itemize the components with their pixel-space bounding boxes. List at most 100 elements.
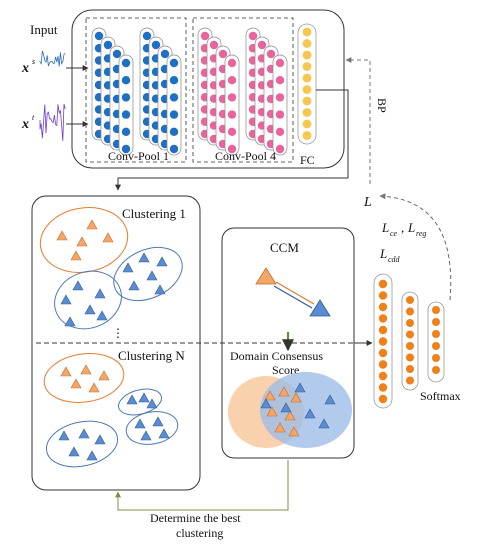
convpool1-b-neuron (169, 110, 179, 119)
target-sample (140, 430, 152, 441)
convpool4-a-neuron (227, 110, 237, 119)
convpool1-b-neuron (169, 76, 179, 85)
fc-neuron (302, 119, 312, 129)
bp-arrow (345, 57, 371, 184)
ccm-target-centroid (309, 299, 331, 317)
target-sample (60, 294, 72, 305)
source-sample (80, 364, 92, 375)
classifier-layer3-neuron (432, 354, 440, 362)
target-sample (138, 392, 150, 403)
venn-source-sample (290, 392, 302, 403)
convpool4-a-neuron (227, 93, 237, 102)
classifier-layer2-neuron (406, 307, 414, 316)
convpool1-a-neuron (121, 127, 131, 136)
loss-total-label: L (363, 195, 372, 210)
convpool4-a-feature-map-frame (224, 54, 240, 156)
convpool1-a-neuron (121, 144, 131, 154)
source-sample (88, 382, 100, 393)
classifier-layer3-neuron (432, 330, 440, 338)
venn-target-sample (324, 394, 336, 405)
venn-source-sample (274, 422, 286, 433)
target-sample (154, 284, 166, 295)
target-sample (146, 270, 158, 281)
venn-target-sample (304, 408, 316, 419)
fc-neuron (302, 131, 312, 140)
classifier-layer2-neuron (406, 353, 414, 362)
ccm-label: CCM (270, 240, 299, 255)
venn-source-sample (284, 410, 296, 421)
convpool1-b-neuron (142, 31, 152, 41)
convpool4-b-neuron (275, 110, 285, 119)
target-sample (84, 304, 96, 315)
fc-neuron (302, 85, 312, 94)
classifier-layer1-neuron (378, 348, 388, 358)
determine-line1: Determine the best (150, 511, 241, 525)
input-label: Input (30, 22, 58, 37)
classifier-layer1-neuron (378, 291, 388, 300)
fc-column (297, 23, 317, 145)
target-sample (138, 252, 150, 263)
target-sample (86, 450, 98, 461)
loss-backprop-arrow (379, 193, 452, 301)
fc-neuron (302, 39, 312, 48)
target-sample (128, 280, 140, 291)
classifier-column-2 (401, 291, 419, 391)
source-signal-waveform (39, 50, 66, 67)
source-sample (60, 366, 72, 377)
source-sample (70, 378, 82, 389)
fc-neuron (302, 73, 312, 83)
convpool1-a-neuron (103, 40, 113, 50)
convpool4-a-neuron (209, 40, 219, 50)
target-sample (72, 280, 84, 291)
fc-neuron (302, 108, 312, 117)
clusterN-target-ellipse-b (125, 411, 179, 445)
convpool1-b-neuron (169, 58, 179, 68)
target-sample (156, 256, 168, 267)
softmax-label: Softmax (420, 389, 461, 403)
loss-cdd-subscript: cdd (388, 255, 401, 264)
venn-source-sample (278, 386, 290, 397)
venn-source-sample (266, 406, 278, 417)
source-sample (86, 219, 98, 230)
classifier-layer3-neuron (432, 306, 440, 314)
fc-neuron (302, 62, 312, 71)
clusterN-target-ellipse-c (45, 420, 119, 468)
bp-label: BP (375, 98, 389, 113)
source-sample (56, 230, 68, 241)
convpool4-b-neuron (248, 31, 258, 41)
target-sample (158, 428, 170, 439)
convpool1-b-feature-map (166, 54, 182, 156)
target-sample (64, 316, 76, 327)
target-sample (94, 434, 106, 445)
convpool4-b-feature-map (272, 54, 288, 156)
convpool1-a-neuron (121, 58, 131, 68)
convpool1-a-neuron (94, 31, 104, 41)
loss-ce-label: L (381, 220, 389, 235)
convpool1-a-neuron (121, 76, 131, 85)
clustering1-label: Clustering 1 (122, 206, 186, 221)
source-sample (102, 232, 114, 243)
classifier-layer3-neuron (432, 342, 440, 350)
loss-reg-label: L (407, 220, 415, 235)
clustering-ellipsis: ⋮ (112, 326, 124, 340)
xs-label: x (21, 61, 29, 76)
clusteringN-label: Clustering N (118, 348, 185, 363)
convpool1-a-neuron (112, 49, 122, 59)
fc-neuron (302, 50, 312, 60)
convpool4-a-neuron (200, 31, 210, 41)
classifier-layer2-neuron (406, 319, 414, 327)
classifier-layer1-neuron (378, 314, 388, 323)
convpool4-b-neuron (275, 127, 285, 136)
classifier-layer2-neuron (406, 296, 414, 304)
target-sample (96, 310, 108, 321)
source-sample (70, 250, 82, 261)
classifier-layer1-neuron (378, 302, 388, 312)
convpool4-a-feature-map (224, 54, 240, 156)
ccm-source-centroid (255, 267, 277, 285)
classifier-layer3-neuron (432, 318, 440, 326)
target-sample (126, 394, 138, 405)
convpool4-b-neuron (266, 49, 276, 59)
clusterN-source-ellipse (43, 353, 125, 403)
